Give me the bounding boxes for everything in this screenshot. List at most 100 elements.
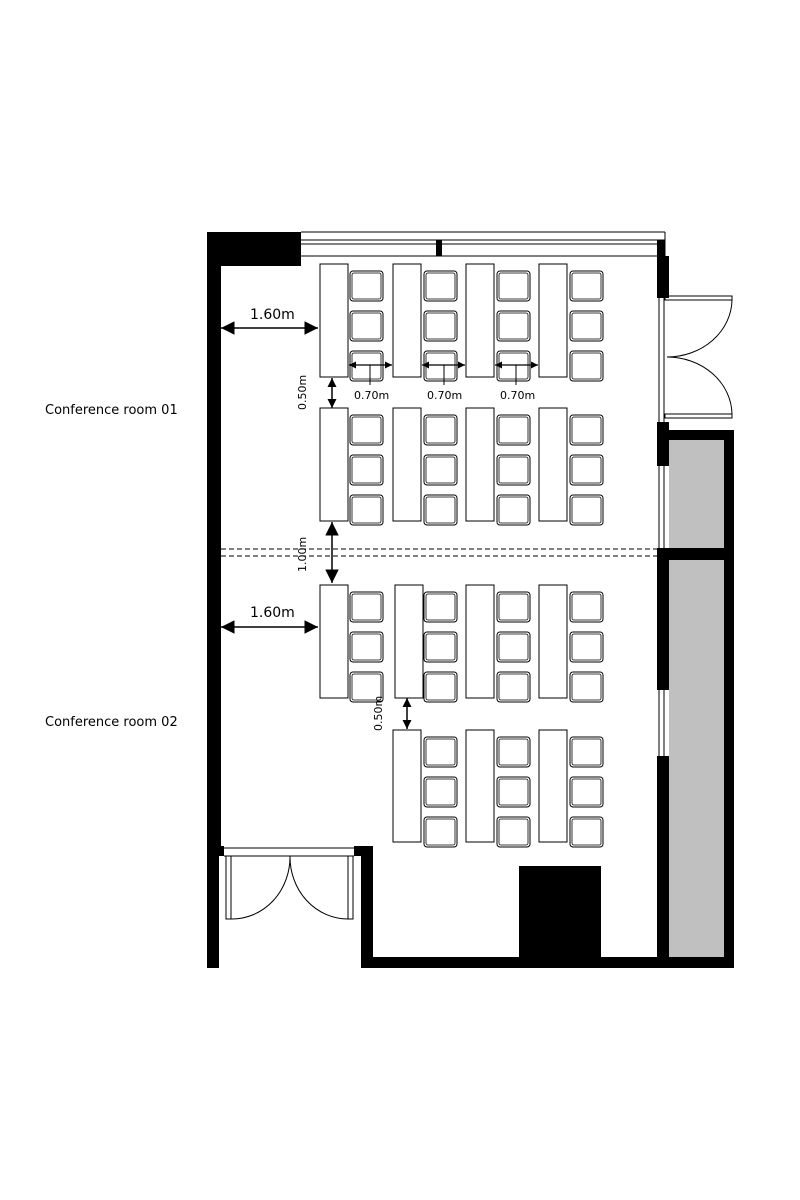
chair-seat [425,416,456,444]
chair-seat [571,272,602,300]
chair [423,414,458,446]
chair-seat [351,593,382,621]
walls [207,232,734,968]
top-window-end [657,240,665,256]
left-wall-lower [207,846,219,968]
service-room-divider [657,548,734,560]
chair [423,736,458,768]
top-window-mullion [436,240,442,256]
chair [496,816,531,848]
table [538,263,568,378]
chair-seat [498,312,529,340]
chair [496,270,531,302]
right-double-door [664,295,733,419]
column-block [519,866,601,960]
chair-seat [351,496,382,524]
chair [569,350,604,382]
chair-seat [571,352,602,380]
chair [349,310,384,342]
chair-seat [571,818,602,846]
service-room-lower [669,560,724,957]
chair-seat [571,416,602,444]
dimension-label: 0.70m [500,389,535,402]
table [538,407,568,522]
chair-seat [351,456,382,484]
dimension-wall-clearance-1: 1.60m [221,307,318,335]
chair [349,350,384,382]
conference-room-02-label: Conference room 02 [45,715,178,730]
conference-room-01-label: Conference room 01 [45,403,178,418]
chair-seat [571,778,602,806]
chair [423,270,458,302]
chair [569,591,604,623]
chair [569,671,604,703]
right-wall-low [657,756,669,968]
chair-seat [571,593,602,621]
chair-seat [498,416,529,444]
table [465,407,495,522]
chair-seat [425,818,456,846]
chair [423,671,458,703]
chair-seat [425,633,456,661]
chair [496,494,531,526]
dimension-label: 0.70m [427,389,462,402]
chair [496,350,531,382]
chair [349,631,384,663]
room-partition [221,548,657,557]
chair [496,736,531,768]
entry-right-jamb [354,846,373,856]
table [538,729,568,843]
chair [423,776,458,808]
chair-seat [351,633,382,661]
dimension-row-gap-1: 0.50m [296,375,337,410]
chair-seat [425,778,456,806]
chair-seat [351,416,382,444]
chair [496,631,531,663]
chair-seat [498,593,529,621]
chair [569,776,604,808]
chair-seat [571,496,602,524]
chair-seat [425,496,456,524]
top-window [301,231,666,257]
chair-seat [498,673,529,701]
dimension-label: 0.50m [372,696,385,731]
chair [349,494,384,526]
dimension-chair-spacing-2: 0.70m [422,361,465,402]
chair [569,414,604,446]
chair-seat [571,456,602,484]
service-room-upper [669,440,724,548]
table [319,263,349,378]
entry-double-door [224,847,354,920]
bottom-wall [361,957,734,968]
chair-seat [498,818,529,846]
entry-right-wall [361,846,373,968]
chair-seat [571,738,602,766]
chair-seat [425,272,456,300]
table [394,584,424,699]
dimension-label: 0.50m [296,375,309,410]
right-wall-mid2 [657,548,669,690]
chair [569,270,604,302]
dimension-partition-gap: 1.00m [296,522,339,583]
chair-seat [425,738,456,766]
chair [349,671,384,703]
dimension-label: 0.70m [354,389,389,402]
chair [423,494,458,526]
chair-seat [351,312,382,340]
chair-seat [498,272,529,300]
chair [423,631,458,663]
chair-seat [571,673,602,701]
chair [423,454,458,486]
left-wall [207,232,221,850]
table [392,263,422,378]
top-left-wall-block [207,232,301,266]
chair [496,776,531,808]
chair-seat [425,312,456,340]
chair [349,454,384,486]
chair [349,270,384,302]
chair [496,671,531,703]
chair [569,631,604,663]
table [392,729,422,843]
chair [423,816,458,848]
